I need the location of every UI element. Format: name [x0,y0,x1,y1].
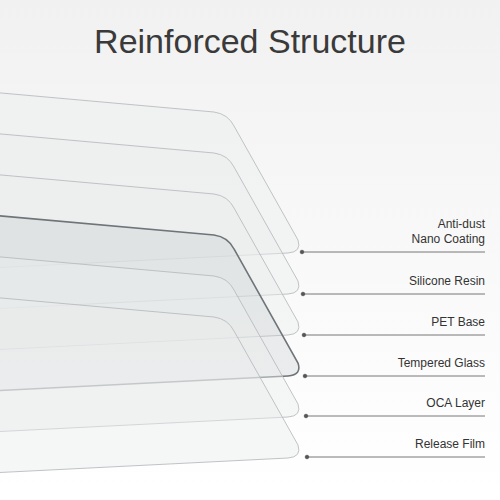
leader-dot [301,292,305,296]
leader-lines [300,250,485,459]
leader-line [305,376,485,377]
part-label: Anti-dust Nano Coating [408,217,485,247]
leader-dot [303,374,307,378]
leader-dot [302,333,306,337]
part-label: OCA Layer [325,396,485,411]
leader-line [306,416,485,417]
leader-line [304,335,485,336]
leader-line [302,252,485,253]
leader-line [303,294,485,295]
layer-sheet [0,297,299,473]
leader-line [307,457,485,458]
part-label: Tempered Glass [325,356,485,371]
layer-stack [0,92,299,473]
part-label: Release Film [325,437,485,452]
leader-dot [305,455,309,459]
leader-dot [304,414,308,418]
part-label: PET Base [325,315,485,330]
diagram-title: Reinforced Structure [0,22,500,61]
leader-dot [300,250,304,254]
part-label: Silicone Resin [325,274,485,289]
